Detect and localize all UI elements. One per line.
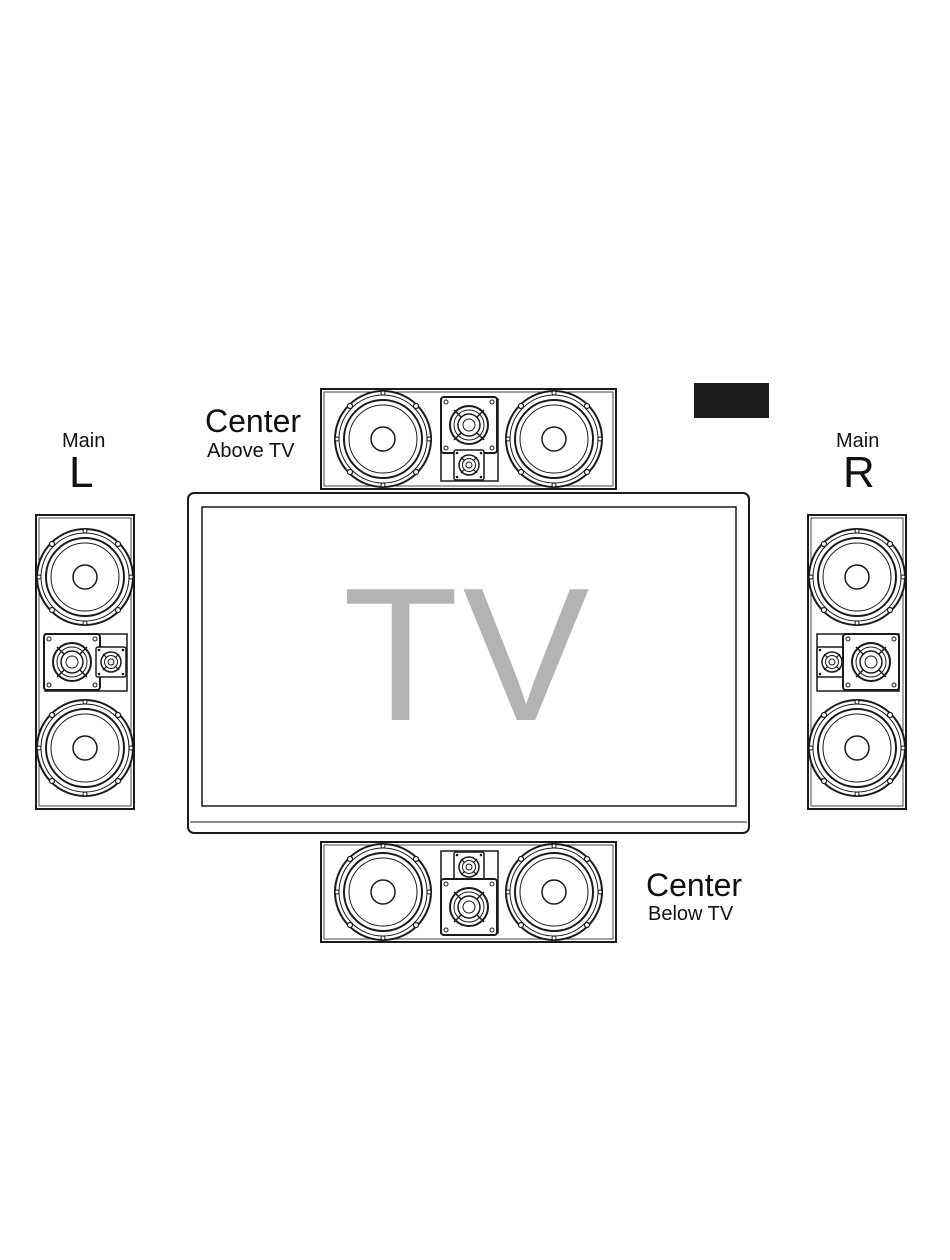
main-right-speaker (808, 515, 906, 809)
main-left-speaker (36, 515, 134, 809)
woofer-icon (506, 844, 602, 940)
center-above-title: Center (205, 405, 301, 437)
small-tweeter-icon (96, 647, 126, 677)
woofer-icon (809, 529, 905, 625)
tweeter-icon (441, 397, 497, 453)
woofer-icon (506, 391, 602, 487)
woofer-icon (37, 529, 133, 625)
woofer-icon (335, 844, 431, 940)
tweeter-icon (44, 634, 100, 690)
center-speaker-above (321, 389, 616, 489)
center-speaker-below (321, 842, 616, 942)
main-left-letter: L (69, 451, 93, 495)
woofer-icon (335, 391, 431, 487)
center-below-title: Center (646, 869, 742, 901)
tweeter-icon (441, 879, 497, 935)
woofer-icon (37, 700, 133, 796)
tweeter-icon (843, 634, 899, 690)
tv-label: TV (190, 560, 746, 750)
woofer-icon (809, 700, 905, 796)
small-tweeter-icon (454, 852, 484, 882)
center-below-subtitle: Below TV (648, 904, 733, 924)
main-right-letter: R (843, 451, 875, 495)
center-above-subtitle: Above TV (207, 441, 294, 461)
small-tweeter-icon (454, 450, 484, 480)
black-block (694, 383, 769, 418)
